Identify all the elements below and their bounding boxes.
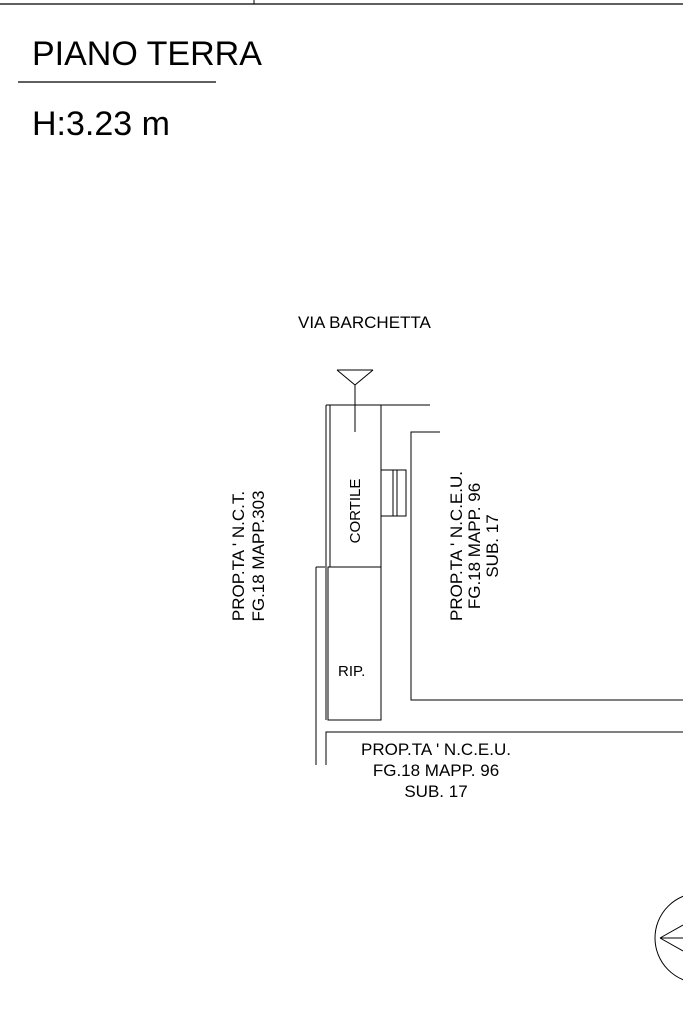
bottom-neighbor-line3: SUB. 17 (404, 782, 468, 801)
entrance-arrow-icon (336, 369, 374, 432)
right-neighbor-label: PROP.TA ' N.C.E.U. FG.18 MAPP. 96 SUB. 1… (447, 461, 502, 631)
right-neighbor-line1: PROP.TA ' N.C.E.U. (447, 471, 466, 621)
bottom-neighbor-outline (325, 731, 683, 765)
floor-height-label: H:3.23 m (32, 105, 170, 143)
door-symbol (380, 469, 407, 517)
bottom-neighbor-label: PROP.TA ' N.C.E.U. FG.18 MAPP. 96 SUB. 1… (336, 739, 536, 802)
north-arrow-icon (654, 895, 683, 981)
bottom-neighbor-line1: PROP.TA ' N.C.E.U. (361, 740, 511, 759)
bottom-neighbor-line2: FG.18 MAPP. 96 (372, 761, 500, 780)
left-neighbor-label: PROP.TA ' N.C.T. FG.18 MAPP.303 (229, 476, 269, 636)
right-neighbor-line2: FG.18 MAPP. 96 (465, 482, 484, 610)
right-neighbor-line3: SUB. 17 (483, 514, 502, 578)
storage-label: RIP. (338, 663, 366, 680)
left-neighbor-line1: PROP.TA ' N.C.T. (229, 490, 248, 622)
courtyard-label: CORTILE (347, 478, 364, 544)
floor-title: PIANO TERRA (32, 35, 262, 73)
left-neighbor-line2: FG.18 MAPP.303 (249, 490, 268, 622)
right-neighbor-outline (410, 431, 683, 701)
street-name-label: VIA BARCHETTA (298, 313, 431, 332)
storage-room-outline (327, 566, 382, 721)
